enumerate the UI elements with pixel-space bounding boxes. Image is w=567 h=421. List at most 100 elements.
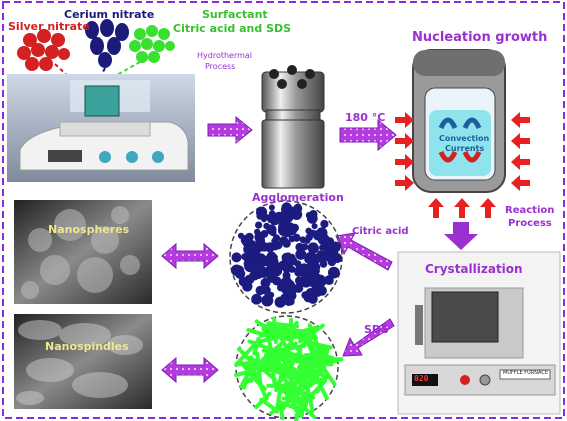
nanosphere-particle (301, 291, 310, 299)
hotplate-photo (7, 74, 195, 182)
double-arrow-nanospheres (161, 242, 219, 270)
convection-label: Convection (439, 134, 490, 143)
reactor-vessel (412, 49, 506, 193)
silver-nitrate-label: Silver nitrate (8, 20, 90, 33)
heat-arrows-right (511, 112, 530, 191)
nanospindle-particle (310, 358, 340, 370)
reaction-label: Reaction (505, 205, 555, 216)
nanospindle-particle (234, 339, 260, 367)
nanosphere-particle (295, 266, 303, 273)
nanosphere-particle (318, 278, 327, 287)
citric-acid-label: Citric acid (352, 226, 409, 237)
nucleation-growth-label: Nucleation growth (412, 30, 548, 45)
crystallization-label: Crystallization (425, 262, 523, 276)
sds-label: SDS (364, 323, 389, 336)
nanosphere-particle (243, 258, 254, 269)
nanosphere-particle (284, 205, 295, 216)
nanosphere-particle (286, 290, 297, 301)
nanosphere-particle (245, 232, 254, 242)
nanosphere-particle (312, 287, 323, 297)
nanosphere-particle (284, 252, 292, 261)
arrow-to-reactor (339, 118, 397, 152)
nanospindle-aggregate (234, 315, 344, 421)
nanospindle-particle (248, 364, 278, 374)
nanospindle-particle (294, 395, 312, 418)
nanospindle-particle (259, 397, 279, 413)
autoclave (261, 65, 325, 189)
nanosphere-particle (328, 266, 340, 279)
nanosphere-particle (301, 243, 309, 251)
nanosphere-particle (305, 227, 313, 235)
nanosphere-particle (295, 276, 304, 286)
nanosphere-particle (260, 230, 269, 238)
muffle-furnace (397, 251, 561, 415)
nanosphere-particle (231, 252, 242, 263)
nanosphere-particle (251, 293, 262, 305)
nanosphere-particle (294, 260, 302, 268)
nanosphere-particle (235, 265, 243, 273)
nanosphere-particle (320, 219, 329, 229)
nanosphere-particle (282, 264, 291, 273)
surfactant-cluster (129, 25, 175, 63)
heat-arrows-left (395, 112, 414, 191)
nanosphere-particle (255, 221, 263, 229)
nanosphere-particle (261, 294, 274, 307)
surfactant-agents-label: Citric acid and SDS (173, 22, 291, 35)
nanospindle-particle (254, 334, 282, 345)
nanosphere-particle (261, 216, 267, 223)
nanosphere-particle (295, 248, 307, 260)
nanosphere-particle (326, 277, 334, 285)
nanospheres-sem-image (14, 200, 152, 304)
cerium-nitrate-label: Cerium nitrate (64, 8, 155, 21)
nanosphere-particle (305, 251, 317, 264)
nanosphere-particle (266, 224, 277, 235)
nanospindle-particle (263, 324, 286, 335)
nanosphere-particle (299, 236, 307, 244)
nanosphere-particle (282, 239, 291, 248)
nanospindle-particle (291, 375, 314, 387)
nanospindle-particle (267, 349, 301, 360)
nanosphere-particle (269, 255, 277, 262)
hydrothermal-label: Hydrothermal (197, 51, 253, 60)
nanosphere-particle (260, 277, 271, 288)
nanosphere-particle (241, 253, 249, 261)
arrow-citric-acid (335, 232, 393, 271)
nanosphere-particle (280, 280, 292, 292)
temperature-label: 180 °C (345, 111, 386, 124)
nanospindle-particle (247, 339, 271, 351)
double-arrow-nanospindles (161, 356, 219, 384)
nanospindle-particle (298, 367, 317, 375)
nanospindle-particle (286, 330, 308, 342)
nanosphere-particle (272, 234, 281, 242)
nanospindle-particle (237, 347, 259, 369)
nanosphere-particle (259, 268, 270, 279)
nanospindle-particle (274, 379, 295, 392)
currents-label: Currents (445, 144, 485, 153)
nanosphere-particle (255, 257, 266, 269)
nanospindles-label: Nanospindles (45, 340, 129, 353)
nanospindle-particle (240, 368, 252, 387)
silver-nitrate-cluster (17, 29, 70, 71)
nanosphere-particle (283, 274, 291, 282)
nanospindles-sem-image (14, 314, 152, 409)
cerium-nitrate-cluster (85, 19, 129, 68)
agglomeration-label: Agglomeration (252, 191, 344, 204)
nanospindle-particle (300, 353, 308, 375)
nanosphere-particle (332, 253, 343, 264)
nanosphere-particle (288, 235, 296, 243)
hydrothermal-process-label: Process (205, 62, 236, 71)
nanosphere-particle (294, 203, 302, 210)
reaction-process-label: Process (508, 218, 552, 229)
nanosphere-particle (305, 233, 313, 241)
nanospindle-particle (252, 370, 269, 401)
nanosphere-particle (306, 213, 318, 224)
nanosphere-particle (256, 206, 268, 218)
nanosphere-particle (311, 223, 318, 230)
arrow-sds (342, 318, 395, 357)
nanospindle-particle (315, 375, 328, 394)
furnace-display: 020 (414, 374, 429, 383)
nanospindle-particle (277, 332, 291, 354)
nanosphere-particle (284, 222, 293, 231)
